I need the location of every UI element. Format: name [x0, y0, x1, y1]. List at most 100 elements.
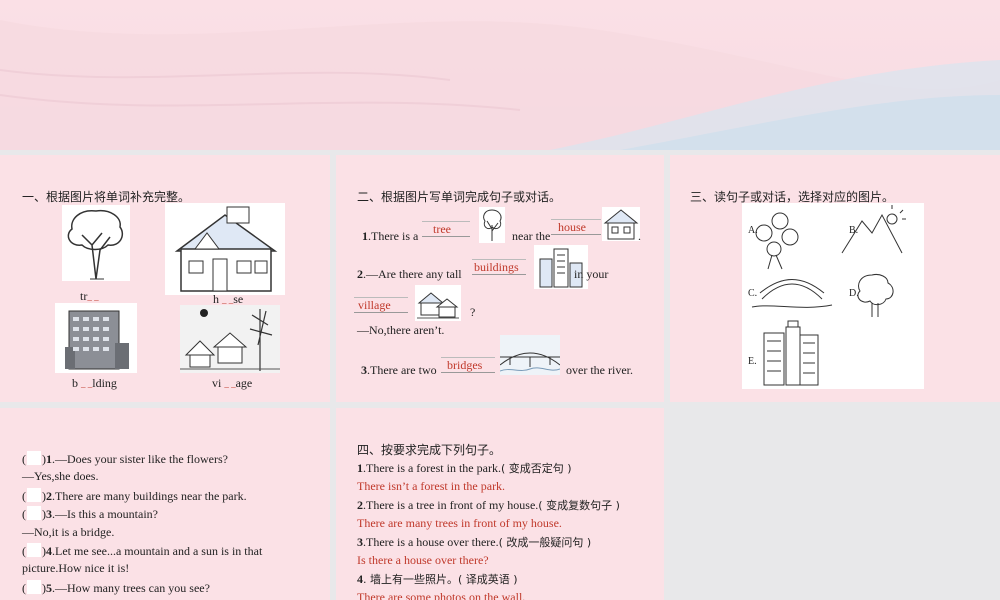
- choice-label-b: B.: [849, 225, 859, 236]
- s4-item-1: 1.There is a forest in the park.( 变成否定句 …: [357, 460, 572, 476]
- q3-answer-bridges: bridges: [447, 358, 483, 372]
- village-picture: [180, 305, 280, 373]
- s4-item-4-number: 4: [357, 572, 363, 586]
- section2-title: 二、根据图片写单词完成句子或对话。: [357, 190, 562, 204]
- question-2-number: 2: [46, 489, 52, 503]
- word-house-prefix: h: [213, 292, 219, 306]
- single-tree-icon: [857, 274, 894, 317]
- word-building: b _ _lding: [72, 376, 117, 391]
- question-1-reply: —Yes,she does.: [22, 469, 99, 483]
- question-1-text: .—Does your sister like the flowers?: [52, 452, 228, 466]
- word-village-blank[interactable]: _ _: [224, 379, 236, 389]
- house-picture: [165, 203, 285, 295]
- answer-box-2[interactable]: [27, 488, 41, 502]
- q3-number: 3: [361, 363, 367, 377]
- word-building-prefix: b: [72, 376, 78, 390]
- question-2: ()2.There are many buildings near the pa…: [22, 488, 247, 503]
- q2-number: 2: [357, 267, 363, 281]
- q1-house-icon: [602, 207, 640, 241]
- q1-part-b: near the: [512, 229, 551, 243]
- word-house-blank[interactable]: _ _: [222, 295, 234, 305]
- q3-part-a: .There are two: [367, 363, 437, 377]
- answer-box-5[interactable]: [27, 580, 41, 594]
- s4-item-3-answer: Is there a house over there?: [357, 553, 489, 567]
- s4-item-3-hint: ( 改成一般疑问句 ): [498, 536, 592, 549]
- word-building-suffix: lding: [92, 376, 117, 390]
- question-5: ()5.—How many trees can you see?: [22, 580, 210, 595]
- s4-item-4-hint: ( 译成英语 ): [458, 573, 518, 586]
- word-building-blank[interactable]: _ _: [81, 379, 93, 389]
- question-4: ()4.Let me see...a mountain and a sun is…: [22, 543, 263, 558]
- choice-label-d: D.: [849, 288, 859, 299]
- question-3-reply: —No,it is a bridge.: [22, 525, 115, 539]
- s4-item-1-text: .There is a forest in the park.: [363, 461, 501, 475]
- s4-item-3-text: .There is a house over there.: [363, 535, 499, 549]
- section4-panel: 四、按要求完成下列句子。 1.There is a forest in the …: [336, 408, 664, 600]
- q2-reply: —No,there aren’t.: [357, 323, 445, 337]
- question-1-number: 1: [46, 452, 52, 466]
- question-2-text: .There are many buildings near the park.: [52, 489, 247, 503]
- question-4-reply: picture.How nice it is!: [22, 561, 130, 575]
- q2-part-a: .—Are there any tall: [363, 267, 462, 281]
- s4-item-2: 2.There is a tree in front of my house.(…: [357, 497, 620, 513]
- answer-box-3[interactable]: [27, 506, 41, 520]
- q1-answer-tree: tree: [433, 222, 451, 236]
- question-5-text: .—How many trees can you see?: [52, 581, 210, 595]
- banner-wave-decoration: [0, 20, 1000, 150]
- s4-item-4: 4. 墙上有一些照片。( 译成英语 ): [357, 571, 518, 587]
- section4-title: 四、按要求完成下列句子。: [357, 443, 502, 457]
- bridge-icon: [751, 279, 833, 308]
- question-4-text: .Let me see...a mountain and a sun is in…: [52, 544, 263, 558]
- choice-label-a: A.: [748, 225, 758, 236]
- q1-blank-2[interactable]: [551, 219, 601, 235]
- s4-item-3-number: 3: [357, 535, 363, 549]
- s4-item-2-number: 2: [357, 498, 363, 512]
- buildings-icon: [763, 320, 819, 386]
- q2-answer-village: village: [358, 298, 391, 312]
- choice-picture-panel: [742, 203, 924, 389]
- s4-item-4-answer: There are some photos on the wall.: [357, 590, 526, 600]
- choice-label-e: E.: [748, 356, 757, 367]
- section2-panel: 二、根据图片写单词完成句子或对话。 1.There is a tree near…: [336, 155, 664, 402]
- question-4-number: 4: [46, 544, 52, 558]
- section3-title: 三、读句子或对话，选择对应的图片。: [690, 190, 895, 204]
- s4-item-2-answer: There are many trees in front of my hous…: [357, 516, 562, 530]
- word-village-prefix: vi: [212, 376, 222, 390]
- s4-item-1-hint: ( 变成否定句 ): [500, 462, 572, 475]
- s4-item-2-text: .There is a tree in front of my house.: [363, 498, 539, 512]
- q3-text-start: 3.There are two: [361, 363, 437, 378]
- q2-question-mark: ?: [470, 305, 476, 319]
- q2-answer-buildings: buildings: [474, 260, 519, 274]
- q2-blank-2[interactable]: [354, 297, 408, 313]
- q2-text-start: 2.—Are there any tall: [357, 267, 462, 282]
- mountain-icon: [841, 205, 906, 254]
- section1-panel: 一、根据图片将单词补充完整。 tr_ _ h _ _se: [0, 155, 330, 402]
- building-picture: [55, 303, 137, 373]
- word-village: vi _ _age: [212, 376, 252, 391]
- answer-box-1[interactable]: [27, 451, 41, 465]
- s4-item-1-answer: There isn’t a forest in the park.: [357, 479, 506, 493]
- word-house-suffix: se: [233, 292, 244, 306]
- word-house: h _ _se: [213, 292, 243, 307]
- q2-buildings-icon: [534, 245, 588, 289]
- q1-text-start: 1.There is a: [362, 229, 418, 244]
- word-tree-blank[interactable]: _ _: [87, 292, 99, 302]
- s4-item-1-number: 1: [357, 461, 363, 475]
- header-banner: [0, 0, 1000, 150]
- s4-item-2-hint: ( 变成复数句子 ): [538, 499, 620, 512]
- q1-blank-1[interactable]: [422, 221, 470, 237]
- choice-label-c: C.: [748, 288, 758, 299]
- q1-tree-icon: [479, 207, 505, 243]
- q2-blank-1[interactable]: [472, 259, 526, 275]
- answer-box-4[interactable]: [27, 543, 41, 557]
- tree-picture: [62, 205, 130, 281]
- q3-bridge-icon: [499, 335, 561, 375]
- s4-item-4-text: . 墙上有一些照片。: [363, 573, 458, 586]
- word-tree-prefix: tr: [80, 289, 88, 303]
- q3-part-b: over the river.: [566, 363, 633, 377]
- q3-blank[interactable]: [441, 357, 495, 373]
- word-tree: tr_ _: [80, 289, 99, 304]
- question-5-number: 5: [46, 581, 52, 595]
- q2-part-b: in your: [574, 267, 609, 281]
- section1-title: 一、根据图片将单词补充完整。: [22, 190, 191, 204]
